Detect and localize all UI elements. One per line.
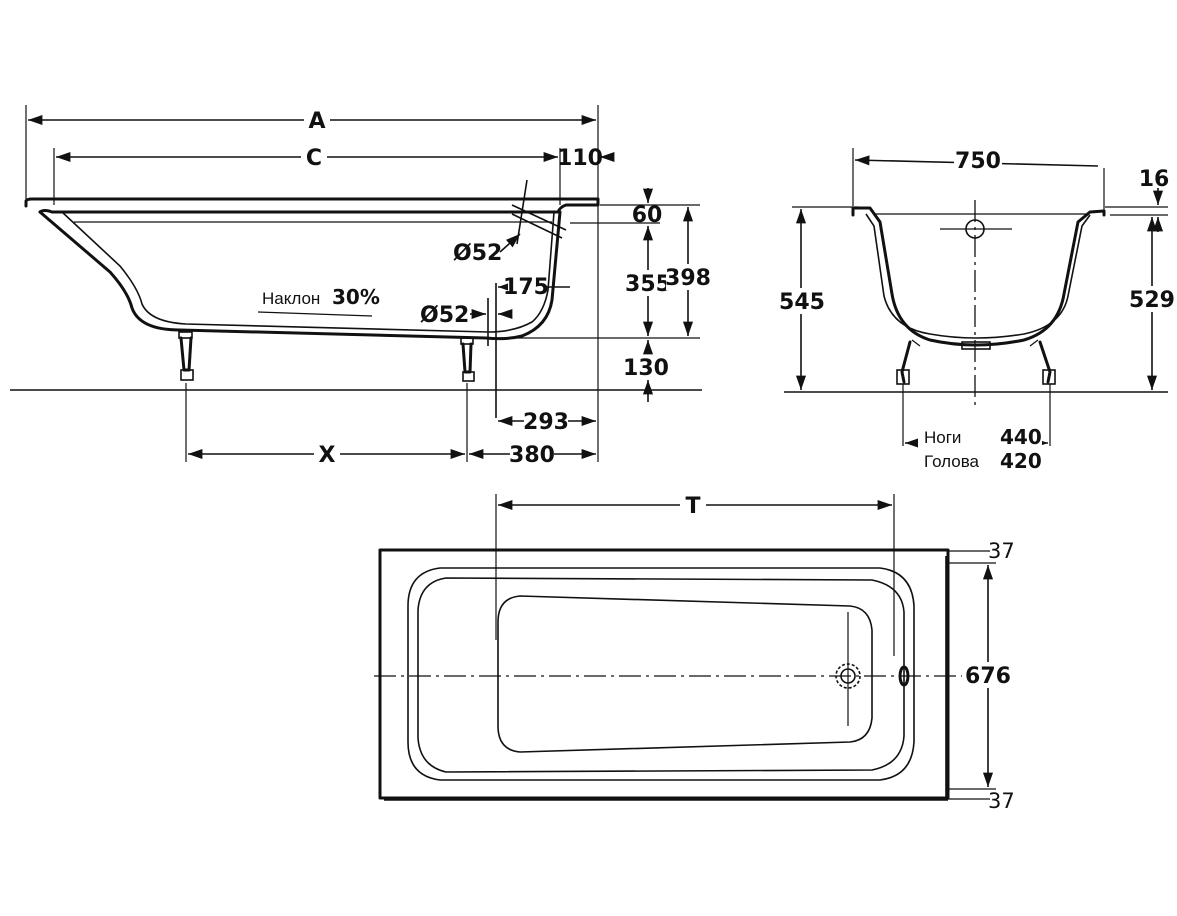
- dim-a: A: [308, 109, 325, 134]
- dim-t: T: [685, 494, 700, 519]
- side-leg-left: [178, 331, 194, 381]
- dim-37-bottom: 37: [988, 789, 1015, 813]
- top-outer-rim: [378, 548, 950, 800]
- dim-37-top: 37: [988, 539, 1015, 563]
- dim-355: 355: [625, 272, 671, 297]
- dim-110: 110: [557, 146, 603, 171]
- end-tub-inner: [865, 213, 1091, 339]
- top-inner-contour: [407, 567, 915, 781]
- dim-16: 16: [1139, 167, 1170, 192]
- dim-175: 175: [503, 275, 549, 300]
- dim-c: C: [306, 146, 322, 171]
- slope-underline: [257, 311, 373, 317]
- side-tub-body: [38, 210, 562, 341]
- side-tub-inner: [61, 211, 555, 333]
- dim-x: X: [319, 443, 336, 468]
- dim-293: 293: [523, 410, 569, 435]
- dim-529: 529: [1129, 288, 1175, 313]
- dim-380: 380: [509, 443, 555, 468]
- side-leg-right: [460, 337, 475, 382]
- end-leg-right: [1029, 339, 1056, 385]
- slope-value: 30%: [332, 285, 380, 309]
- end-drain: [961, 341, 991, 350]
- slope-label: Наклон: [262, 289, 320, 308]
- dim-52-drain: Ø52: [420, 303, 469, 328]
- end-leg-left: [896, 339, 921, 385]
- head-label: Голова: [924, 452, 980, 471]
- dim-130: 130: [623, 356, 669, 381]
- end-tub-outer: [851, 206, 1106, 347]
- dim-676: 676: [965, 664, 1011, 689]
- side-rim: [24, 197, 600, 214]
- top-bottom-plate: [497, 595, 873, 753]
- top-inner-contour-2: [417, 577, 905, 773]
- top-view: T 37 676 37: [374, 493, 1015, 813]
- legs-label: Ноги: [924, 428, 961, 447]
- dim-398: 398: [665, 266, 711, 291]
- dim-60: 60: [632, 203, 663, 228]
- end-view: 750 16 545 529 Ноги 440 Голова 420: [779, 148, 1175, 473]
- head-value: 420: [1000, 449, 1042, 473]
- leader-52-overflow: [499, 233, 521, 253]
- side-view: A C 110 60 355 398 130 Ø52 175 Ø52: [10, 105, 711, 468]
- top-overflow: [898, 665, 910, 687]
- overflow-axis: [516, 179, 528, 245]
- dim-545: 545: [779, 290, 825, 315]
- dim-52-overflow: Ø52: [453, 241, 502, 266]
- legs-value: 440: [1000, 425, 1042, 449]
- dim-750: 750: [955, 149, 1001, 174]
